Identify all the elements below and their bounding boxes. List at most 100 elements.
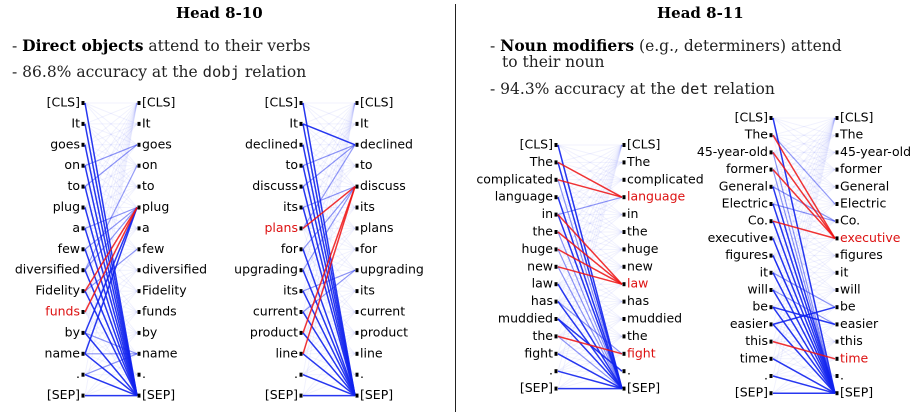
- attention-edge-relation: [557, 179, 623, 198]
- token-left: has: [531, 293, 553, 308]
- token-left: [CLS]: [47, 95, 80, 110]
- attention-edge-faint: [557, 231, 623, 250]
- attention-edge-faint: [557, 196, 623, 216]
- attention-edge-strong: [772, 358, 836, 394]
- token-tick: [81, 101, 85, 105]
- attention-edge-faint: [772, 186, 836, 239]
- attention-edge-faint: [84, 165, 138, 229]
- attention-edge-faint: [84, 207, 138, 250]
- token-tick: [769, 236, 773, 241]
- token-left: It: [289, 115, 298, 130]
- token-left: diversified: [15, 262, 80, 277]
- attention-edge: [557, 231, 623, 389]
- token-tick: [622, 195, 626, 200]
- attention-edge-faint: [302, 207, 356, 271]
- attention-edge-strong: [557, 196, 623, 389]
- token-right: it: [840, 264, 848, 279]
- token-right: .: [840, 368, 844, 383]
- attention-edge-faint: [772, 237, 836, 257]
- token-left: fight: [524, 345, 553, 360]
- attention-edge-faint: [772, 255, 836, 274]
- token-right: plans: [360, 220, 394, 235]
- token-right: Co.: [840, 213, 860, 228]
- attention-edge-faint: [84, 144, 138, 208]
- token-right: new: [627, 258, 653, 273]
- bullet-right-2-pre: - 94.3% accuracy at the: [490, 80, 681, 98]
- attention-edge-faint: [772, 134, 836, 188]
- token-left: The: [529, 154, 554, 169]
- token-right: General: [840, 178, 889, 193]
- attention-edge-faint: [84, 102, 138, 250]
- token-right: .: [360, 366, 364, 381]
- token-left: [SEP]: [735, 385, 768, 400]
- attention-edge-faint: [557, 144, 623, 181]
- attention-edge-faint: [302, 102, 356, 375]
- token-tick: [769, 184, 773, 189]
- token-tick: [355, 393, 359, 398]
- attention-edge-strong: [84, 374, 138, 397]
- attention-edge-faint: [772, 237, 836, 257]
- token-tick: [835, 339, 839, 344]
- attention-edge-faint: [84, 207, 138, 250]
- attention-edge-faint: [772, 117, 836, 153]
- attention-edge-faint: [557, 283, 623, 337]
- token-right: The: [839, 127, 864, 142]
- attention-edge-faint: [557, 144, 623, 302]
- token-left: plug: [53, 199, 80, 214]
- token-left: product: [250, 324, 298, 339]
- attention-edge-strong: [557, 353, 623, 390]
- token-right: Electric: [840, 196, 886, 211]
- token-right: [SEP]: [627, 380, 660, 395]
- attention-edge-relation: [557, 266, 623, 285]
- token-left: It: [71, 115, 80, 130]
- token-tick: [81, 330, 85, 335]
- attention-edge-faint: [302, 123, 356, 187]
- attention-edge-faint: [557, 214, 623, 233]
- attention-edge-faint: [772, 117, 836, 188]
- bullet-right-2-post: relation: [708, 80, 775, 98]
- attention-edge-faint: [557, 161, 623, 181]
- attention-edge-faint: [772, 203, 836, 222]
- attention-edge-strong: [302, 374, 356, 397]
- token-left: .: [764, 368, 768, 383]
- token-left: on: [64, 157, 80, 172]
- token-left: .: [294, 366, 298, 381]
- token-right: diversified: [142, 262, 207, 277]
- token-tick: [622, 264, 626, 269]
- attention-edge: [84, 206, 138, 229]
- token-right: name: [142, 345, 178, 360]
- token-tick: [137, 101, 141, 105]
- attention-edge-relation: [302, 186, 356, 229]
- token-right: executive: [840, 230, 901, 245]
- token-tick: [299, 372, 303, 377]
- token-tick: [769, 116, 773, 120]
- bullet-left-2: - 86.8% accuracy at the dobj relation: [12, 64, 306, 81]
- token-tick: [299, 310, 303, 314]
- token-right: It: [142, 115, 151, 130]
- attention-edge-faint: [84, 123, 138, 187]
- attention-edge: [84, 207, 138, 250]
- token-right: declined: [360, 136, 413, 151]
- attention-edge-faint: [772, 203, 836, 239]
- token-tick: [81, 310, 85, 314]
- attention-edge: [302, 186, 356, 271]
- attention-edge-faint: [84, 102, 138, 292]
- token-right: on: [142, 157, 158, 172]
- attention-edge-strong: [772, 220, 836, 394]
- token-left: time: [740, 350, 769, 365]
- token-left: easier: [730, 316, 769, 331]
- token-tick: [769, 339, 773, 344]
- attention-edge-strong: [302, 123, 356, 146]
- token-left: General: [719, 178, 768, 193]
- attention-edge-faint: [84, 144, 138, 167]
- attention-edge-faint: [557, 301, 623, 355]
- bullet-right-2: - 94.3% accuracy at the det relation: [490, 81, 775, 98]
- attention-edge-strong: [302, 165, 356, 396]
- attention-edge-faint: [557, 144, 623, 320]
- attention-edge-faint: [772, 255, 836, 291]
- attention-edge-faint: [84, 207, 138, 271]
- attention-edge-faint: [557, 214, 623, 268]
- token-left: a: [72, 220, 80, 235]
- token-tick: [355, 121, 359, 126]
- token-right: to: [142, 178, 155, 193]
